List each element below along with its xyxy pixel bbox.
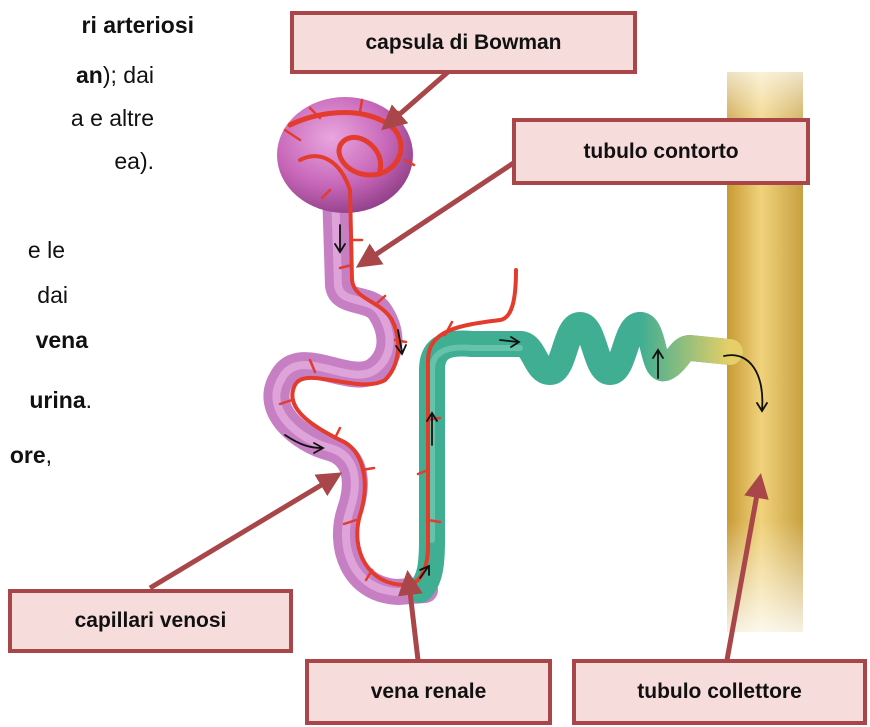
label-capsula-di-bowman: capsula di Bowman (290, 11, 637, 74)
label-vena-renale: vena renale (305, 659, 552, 725)
tubule-green (420, 325, 730, 590)
label-capillari-venosi: capillari venosi (8, 589, 293, 653)
label-tubulo-contorto: tubulo contorto (512, 118, 810, 185)
label-tubulo-collettore: tubulo collettore (572, 659, 867, 725)
pointer-capillari (150, 475, 338, 588)
pointer-capsule (385, 72, 448, 127)
